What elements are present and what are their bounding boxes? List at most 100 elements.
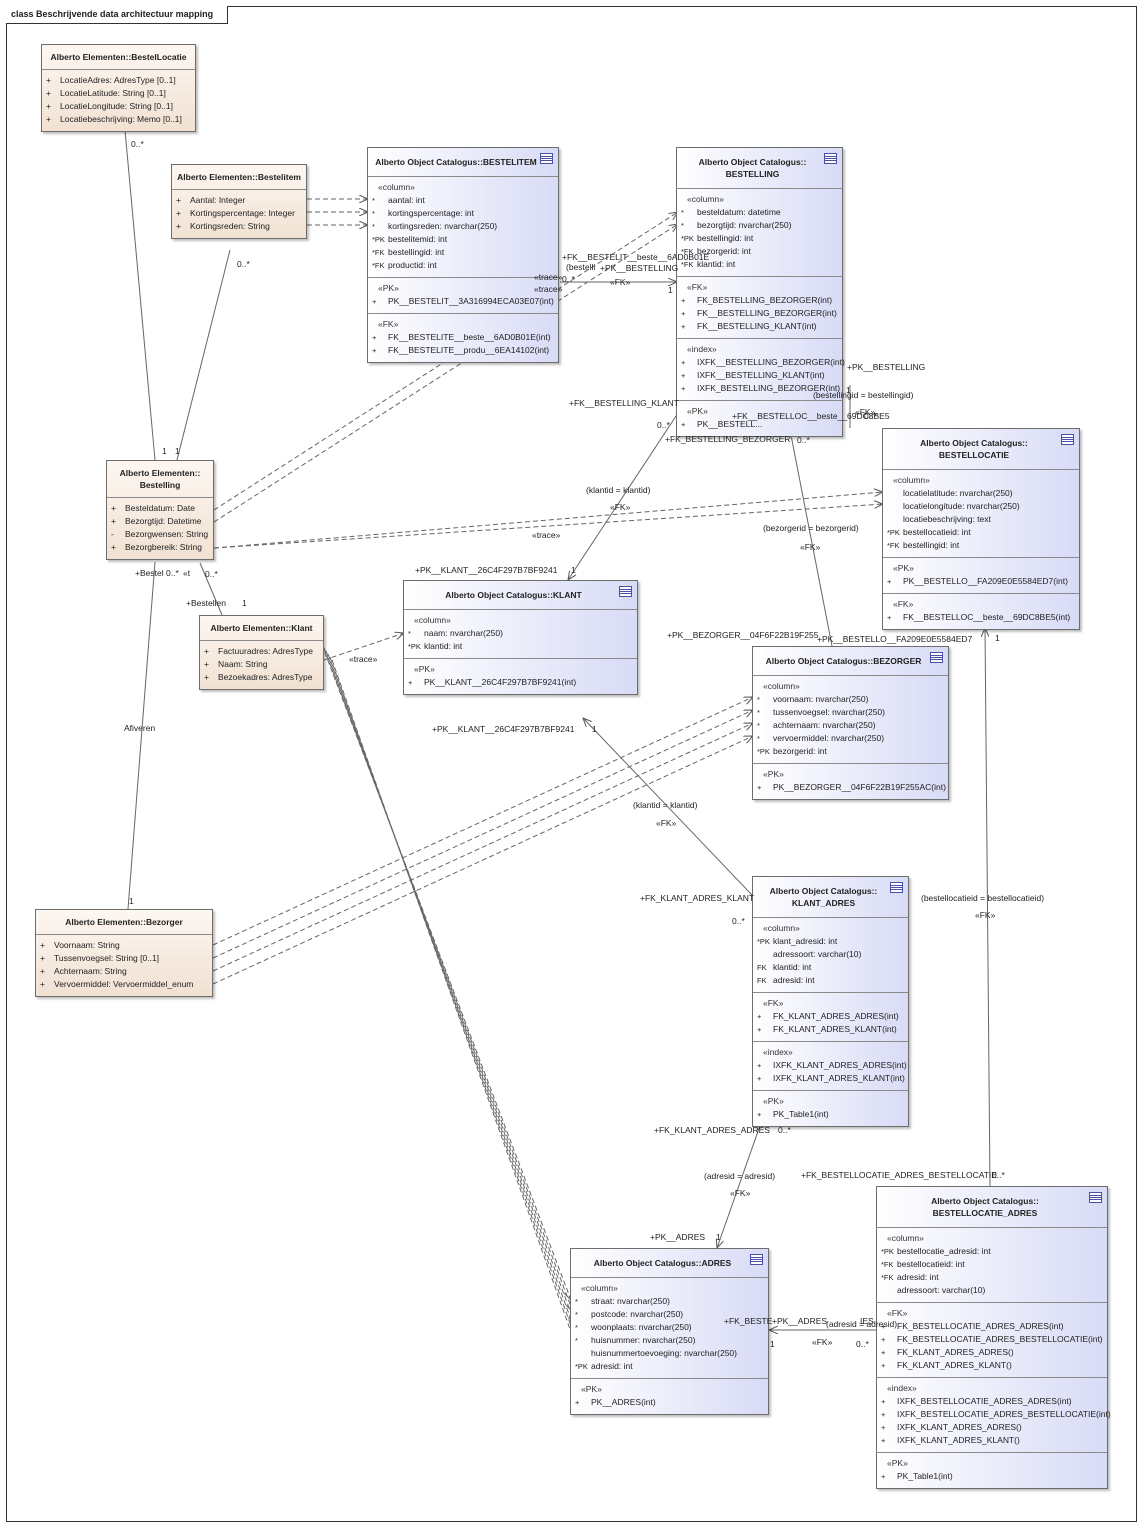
association-connector[interactable] — [583, 718, 753, 896]
bestelling-el-box[interactable]: Alberto Elementen::Bestelling+Besteldatu… — [106, 460, 214, 560]
attribute-row: *voornaam: nvarchar(250) — [757, 693, 944, 706]
trace-connector[interactable] — [329, 656, 579, 1348]
attribute-row: +Voornaam: String — [40, 939, 208, 952]
bestellocatie-adres-tb-box[interactable]: Alberto Object Catalogus::BESTELLOCATIE_… — [876, 1186, 1111, 1489]
connector-label: «trace» — [534, 284, 563, 294]
compartment: «index»+IXFK__BESTELLING_BEZORGER(int)+I… — [677, 339, 845, 401]
visibility-marker: + — [757, 1025, 762, 1034]
klant-tb-box[interactable]: Alberto Object Catalogus::KLANT«column»*… — [403, 580, 638, 695]
bestellocatie-el-box[interactable]: Alberto Elementen::BestelLocatie+Locatie… — [41, 44, 196, 132]
attribute-row: +Factuuradres: AdresType — [204, 645, 319, 658]
attribute-text: FK_KLANT_ADRES_ADRES() — [897, 1347, 1014, 1357]
attribute-text: aantal: int — [388, 195, 425, 205]
visibility-marker: + — [46, 88, 51, 98]
association-connector[interactable] — [176, 249, 231, 461]
connector-label: 0..* — [992, 1170, 1005, 1180]
trace-connector[interactable] — [212, 697, 753, 946]
compartment: «FK»+FK__BESTELITE__beste__6AD0B01E(int)… — [368, 314, 558, 362]
trace-connector[interactable] — [323, 647, 573, 1312]
compartment: «column»*voornaam: nvarchar(250)*tussenv… — [753, 676, 948, 764]
stereotype-label: «column» — [887, 1233, 924, 1243]
visibility-marker: * — [757, 734, 760, 743]
bestelitem-tb-box[interactable]: Alberto Object Catalogus::BESTELITEM«col… — [367, 147, 559, 363]
bezorger-tb-box[interactable]: Alberto Object Catalogus::BEZORGER«colum… — [752, 646, 949, 800]
klant-el-box[interactable]: Alberto Elementen::Klant+Factuuradres: A… — [199, 615, 324, 690]
association-connector[interactable] — [985, 628, 991, 1187]
attribute-text: Naam: String — [218, 659, 268, 669]
trace-connector[interactable] — [331, 659, 581, 1360]
association-connector[interactable] — [717, 1116, 764, 1248]
attribute-text: LocatieAdres: AdresType [0..1] — [60, 75, 176, 85]
association-connector[interactable] — [568, 409, 681, 580]
visibility-marker: * — [575, 1297, 578, 1306]
attribute-text: adressoort: varchar(10) — [773, 949, 862, 959]
attribute-text: Voornaam: String — [54, 940, 120, 950]
connector-label: 0..* — [778, 1125, 791, 1135]
trace-connector[interactable] — [321, 644, 571, 1300]
box-title: Alberto Object Catalogus::BESTELLOCATIE — [883, 429, 1079, 470]
attribute-text: FK__BESTELLING_BEZORGER(int) — [697, 308, 837, 318]
visibility-marker: + — [46, 114, 51, 124]
attribute-text: PK__BESTELLO__FA209E0E5584ED7(int) — [903, 576, 1068, 586]
box-title: Alberto Object Catalogus::BESTELITEM — [368, 148, 558, 177]
visibility-marker: + — [575, 1398, 580, 1407]
attribute-text: klantid: int — [424, 641, 463, 651]
visibility-marker: + — [40, 979, 45, 989]
trace-connector[interactable] — [212, 710, 753, 959]
attribute-text: Bezorgwensen: String — [125, 529, 209, 539]
attribute-row: *achternaam: nvarchar(250) — [757, 719, 944, 732]
trace-connector[interactable] — [212, 736, 753, 985]
visibility-marker: + — [881, 1436, 886, 1445]
attribute-text: bestellocatie_adresid: int — [897, 1246, 991, 1256]
stereotype-label: «FK» — [763, 998, 784, 1008]
attribute-row: +Locatiebeschrijving: Memo [0..1] — [46, 113, 191, 126]
trace-connector[interactable] — [212, 723, 753, 972]
visibility-marker — [881, 1284, 897, 1297]
attribute-text: bezorgerid: int — [773, 746, 827, 756]
connector-label: «FK» — [656, 818, 677, 828]
attribute-text: kortingsreden: nvarchar(250) — [388, 221, 498, 231]
stereotype-label: «column» — [378, 182, 415, 192]
attribute-text: besteldatum: datetime — [697, 207, 781, 217]
compartment: «PK»+PK__BESTELLO__FA209E0E5584ED7(int) — [883, 558, 1079, 594]
stereotype-label: «PK» — [687, 406, 708, 416]
connector-label: 0..* — [864, 411, 877, 421]
visibility-marker: *PK — [757, 747, 770, 756]
attribute-text: FK_BESTELLING_BEZORGER(int) — [697, 295, 833, 305]
attribute-row: +FK_KLANT_ADRES_KLANT() — [881, 1359, 1103, 1372]
compartment: +Factuuradres: AdresType+Naam: String+Be… — [200, 641, 323, 689]
connector-label: (klantid = klantid) — [586, 485, 651, 495]
connector-label: 1 — [129, 896, 134, 906]
visibility-marker — [575, 1347, 591, 1360]
bezorger-el-box[interactable]: Alberto Elementen::Bezorger+Voornaam: St… — [35, 909, 213, 997]
association-connector[interactable] — [127, 561, 156, 910]
visibility-marker: + — [757, 1074, 762, 1083]
trace-connector[interactable] — [323, 633, 404, 661]
klant-adres-tb-box[interactable]: Alberto Object Catalogus::KLANT_ADRES«co… — [752, 876, 909, 1127]
attribute-row: +FK__BESTELLING_BEZORGER(int) — [681, 307, 838, 320]
visibility-marker: + — [681, 420, 686, 429]
bestellocatie-tb-box[interactable]: Alberto Object Catalogus::BESTELLOCATIE«… — [882, 428, 1080, 630]
attribute-text: klant_adresid: int — [773, 936, 838, 946]
bestelling-tb-box[interactable]: Alberto Object Catalogus::BESTELLING«col… — [676, 147, 845, 437]
association-connector[interactable] — [199, 562, 223, 616]
connector-label: +PK__ADRES — [650, 1232, 706, 1242]
stereotype-label: «column» — [763, 923, 800, 933]
trace-connector[interactable] — [327, 653, 577, 1336]
connector-label: «FK» — [730, 1188, 751, 1198]
association-connector[interactable] — [789, 429, 833, 647]
bestelitem-el-box[interactable]: Alberto Elementen::Bestelitem+Aantal: In… — [171, 164, 307, 239]
stereotype-label: «index» — [763, 1047, 793, 1057]
table-icon — [824, 153, 837, 164]
visibility-marker: *FK — [681, 247, 694, 256]
adres-tb-box[interactable]: Alberto Object Catalogus::ADRES«column»*… — [570, 1248, 769, 1415]
visibility-marker: + — [881, 1423, 886, 1432]
trace-connector[interactable] — [213, 224, 678, 523]
compartment: «PK»+PK_Table1(int) — [877, 1453, 1107, 1488]
association-connector[interactable] — [124, 129, 156, 461]
